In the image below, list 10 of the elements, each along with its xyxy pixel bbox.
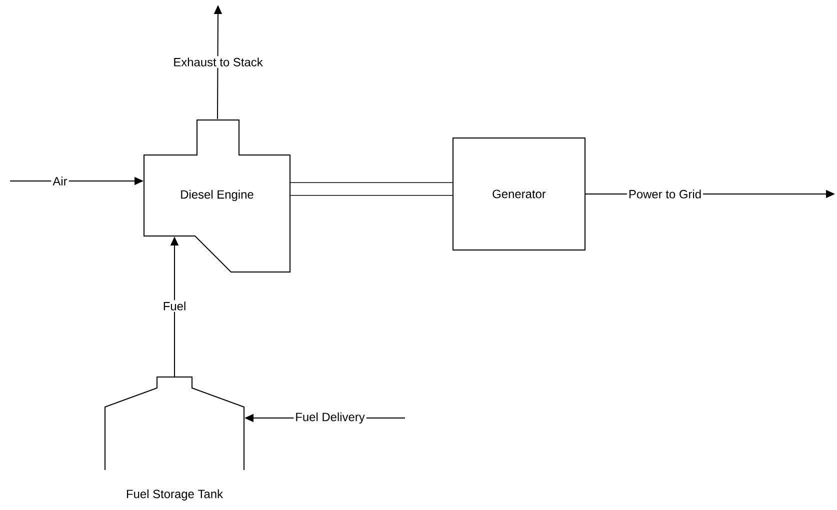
tank-label: Fuel Storage Tank <box>126 489 224 501</box>
edge-label: Fuel <box>161 300 188 312</box>
edge-label: Fuel Delivery <box>294 410 366 426</box>
engine-drawing: Diesel Engine <box>144 120 290 272</box>
edge-label: Exhaust to Stack <box>172 56 264 68</box>
edge-label: Power to Grid <box>626 188 704 200</box>
process-box: Generator <box>452 138 586 250</box>
edge-label: Air <box>51 175 69 187</box>
shaft-line <box>290 182 452 196</box>
tank-drawing <box>104 376 244 470</box>
